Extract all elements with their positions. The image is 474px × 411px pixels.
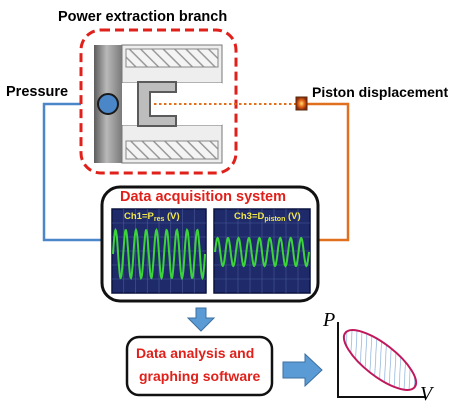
pressure-waveform bbox=[112, 227, 206, 281]
ch3-label-subscript: piston bbox=[264, 216, 286, 223]
ch1-label-subscript: res bbox=[153, 216, 165, 223]
displacement-sensor bbox=[295, 96, 308, 111]
pressure-sensor bbox=[97, 93, 119, 115]
software-box bbox=[125, 335, 274, 397]
ch1-label-prefix: Ch1=P bbox=[124, 211, 154, 222]
cylinder-top-hatch bbox=[125, 48, 219, 68]
software-label-line1: Data analysis and bbox=[136, 345, 255, 361]
ch1-label: Ch1=Pres (V) bbox=[124, 211, 180, 223]
piston-displacement-label: Piston displacement bbox=[312, 84, 449, 100]
pv-x-label: V bbox=[420, 383, 433, 405]
down-arrow bbox=[186, 307, 216, 332]
ch3-label: Ch3=Dpiston (V) bbox=[234, 211, 301, 223]
power-branch-title: Power extraction branch bbox=[58, 9, 228, 25]
displacement-waveform bbox=[214, 236, 310, 268]
piston bbox=[137, 81, 177, 127]
right-arrow bbox=[282, 352, 323, 388]
pv-loop bbox=[342, 329, 418, 391]
ch1-label-suffix: (V) bbox=[164, 211, 180, 222]
cylinder-bottom-hatch bbox=[125, 140, 219, 160]
software-label-line2: graphing software bbox=[139, 368, 261, 384]
ch3-label-prefix: Ch3=D bbox=[234, 211, 265, 222]
daq-title: Data acquisition system bbox=[120, 189, 286, 205]
pressure-wire bbox=[42, 102, 112, 242]
displacement-wire bbox=[304, 102, 350, 242]
pv-y-label: P bbox=[323, 309, 336, 331]
pressure-label: Pressure bbox=[6, 84, 69, 100]
ch3-label-suffix: (V) bbox=[285, 211, 301, 222]
